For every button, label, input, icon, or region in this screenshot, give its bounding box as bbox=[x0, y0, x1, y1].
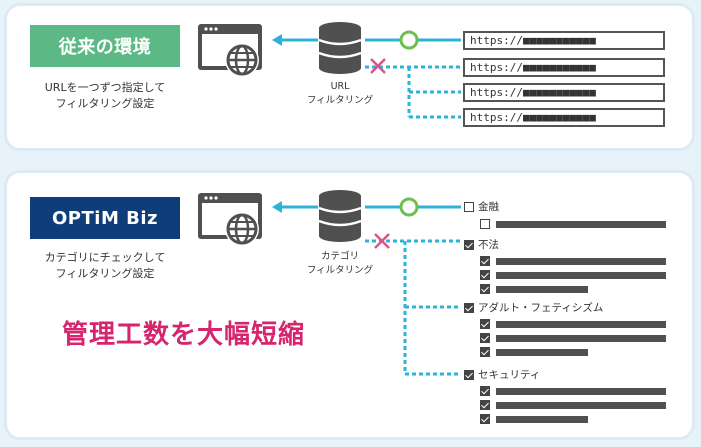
top-database-icon bbox=[318, 22, 362, 74]
subcategory-checkbox[interactable] bbox=[480, 256, 490, 266]
subcategory-bar bbox=[496, 221, 666, 228]
bottom-block-cross-icon bbox=[374, 233, 390, 249]
subcategory-bar bbox=[496, 388, 666, 395]
optim-description: カテゴリにチェックして フィルタリング設定 bbox=[30, 250, 180, 282]
subcategory-bar bbox=[496, 258, 666, 265]
category-checkbox-adult[interactable] bbox=[464, 303, 474, 313]
optim-label: OPTiM Biz bbox=[30, 197, 180, 239]
category-checkbox-fuho[interactable] bbox=[464, 240, 474, 250]
category-filter-label-line-1: カテゴリ bbox=[320, 251, 359, 262]
url-row: https://■■■■■■■■■■■ bbox=[463, 83, 665, 102]
url-filter-label: URL フィルタリング bbox=[290, 80, 390, 108]
subcategory-bar bbox=[496, 286, 588, 293]
top-allow-circle-icon bbox=[399, 30, 419, 50]
bottom-browser-globe-icon bbox=[198, 193, 262, 246]
subcategory-bar bbox=[496, 321, 666, 328]
subcategory-checkbox[interactable] bbox=[480, 284, 490, 294]
category-label-fuho: 不法 bbox=[478, 239, 499, 251]
traditional-description: URLを一つずつ指定して フィルタリング設定 bbox=[30, 80, 180, 112]
category-filter-label: カテゴリ フィルタリング bbox=[290, 250, 390, 278]
subcategory-checkbox[interactable] bbox=[480, 270, 490, 280]
traditional-label: 従来の環境 bbox=[30, 25, 180, 67]
subcategory-bar bbox=[496, 335, 666, 342]
traditional-description-line-1: URLを一つずつ指定して bbox=[44, 81, 166, 94]
bottom-database-icon bbox=[318, 190, 362, 242]
top-block-cross-icon bbox=[370, 58, 386, 74]
url-filter-label-line-2: フィルタリング bbox=[306, 95, 374, 106]
subcategory-checkbox[interactable] bbox=[480, 333, 490, 343]
url-row: https://■■■■■■■■■■■ bbox=[463, 58, 665, 77]
subcategory-checkbox[interactable] bbox=[480, 319, 490, 329]
subcategory-checkbox[interactable] bbox=[480, 386, 490, 396]
category-label-kinyu: 金融 bbox=[478, 201, 499, 213]
bottom-arrow-head bbox=[272, 201, 282, 213]
optim-description-line-1: カテゴリにチェックして bbox=[44, 251, 166, 264]
optim-description-line-2: フィルタリング設定 bbox=[55, 267, 155, 280]
traditional-description-line-2: フィルタリング設定 bbox=[55, 97, 155, 110]
url-filter-label-line-1: URL bbox=[330, 81, 350, 92]
optim-label-text: OPTiM Biz bbox=[52, 207, 158, 229]
category-label-security: セキュリティ bbox=[478, 369, 541, 381]
subcategory-checkbox[interactable] bbox=[480, 400, 490, 410]
url-row: https://■■■■■■■■■■■ bbox=[463, 31, 665, 50]
top-browser-globe-icon bbox=[198, 24, 262, 77]
subcategory-bar bbox=[496, 349, 588, 356]
top-arrow-head bbox=[272, 34, 282, 46]
category-checkbox-security[interactable] bbox=[464, 370, 474, 380]
subcategory-bar bbox=[496, 416, 588, 423]
subcategory-bar bbox=[496, 402, 666, 409]
subcategory-checkbox[interactable] bbox=[480, 219, 490, 229]
category-label-adult: アダルト・フェティシズム bbox=[478, 302, 604, 314]
bottom-allow-circle-icon bbox=[399, 197, 419, 217]
subcategory-checkbox[interactable] bbox=[480, 414, 490, 424]
traditional-label-text: 従来の環境 bbox=[58, 37, 152, 58]
category-filter-label-line-2: フィルタリング bbox=[306, 265, 374, 276]
category-checkbox-kinyu[interactable] bbox=[464, 202, 474, 212]
highlight-text: 管理工数を大幅短縮 bbox=[62, 320, 306, 350]
subcategory-bar bbox=[496, 272, 666, 279]
url-row: https://■■■■■■■■■■■ bbox=[463, 108, 665, 127]
subcategory-checkbox[interactable] bbox=[480, 347, 490, 357]
